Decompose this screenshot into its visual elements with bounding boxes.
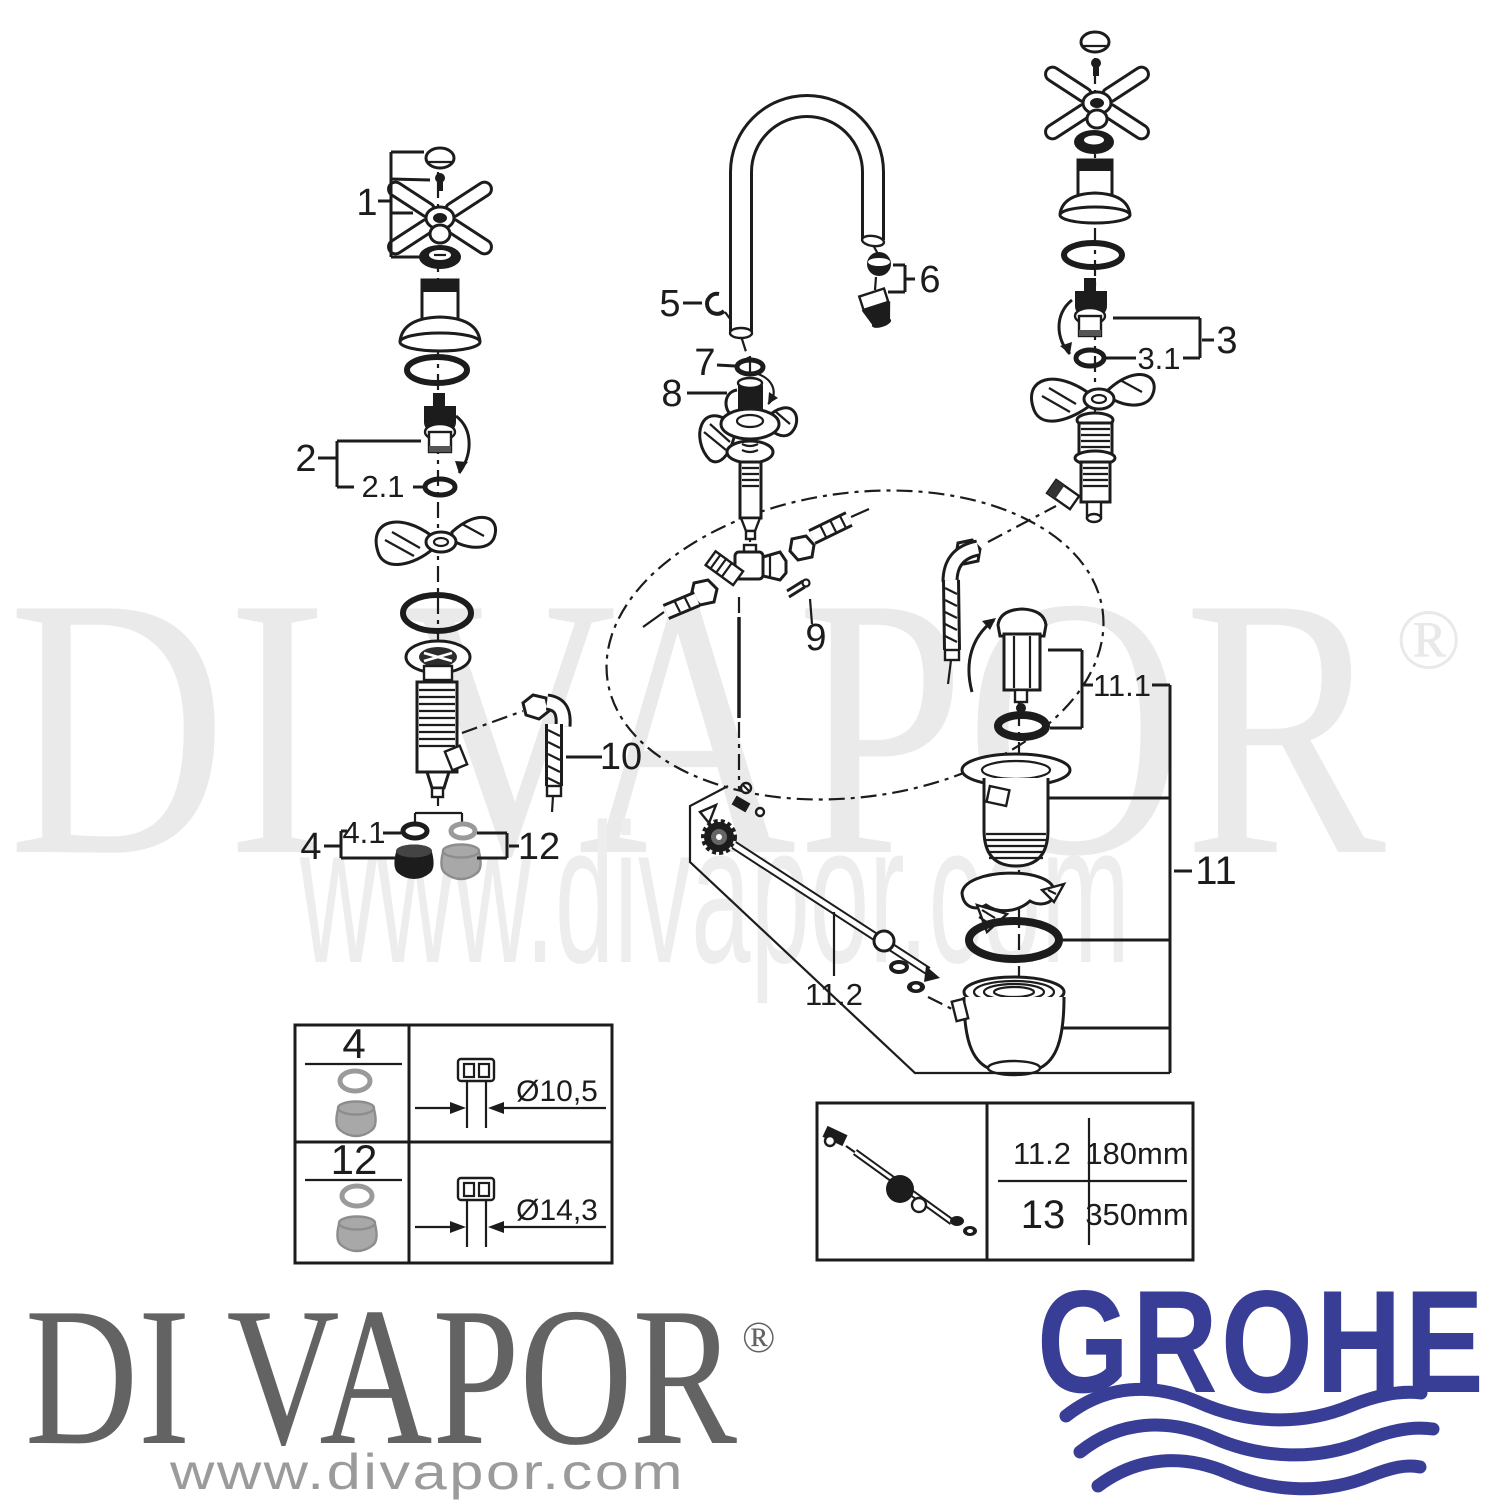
threaded-shank-left [415,680,469,799]
table-part-12: 12 [331,1136,378,1183]
grohe-waves-icon [1059,1382,1440,1496]
callout-2-1: 2.1 [361,469,404,504]
diameter-spec-table: 4 Ø10,5 12 [293,1020,614,1265]
callout-11-leader [1048,685,1192,1073]
clip-9 [786,578,814,625]
tee-connector [642,507,870,628]
callout-11-1: 11.1 [1093,668,1151,703]
left-valve-assembly [374,146,572,881]
callout-3-leader [1106,316,1214,360]
popup-waste-assembly [688,607,1170,1077]
callout-10: 10 [600,736,642,778]
dim-row-2: Ø14,3 [415,1176,606,1247]
mounting-bracket-left [374,515,497,566]
rod-length-spec-table: 11.2 180mm 13 350mm [815,1101,1195,1262]
cross-handle-right [1041,62,1153,144]
callout-11-1-leader [1048,648,1170,730]
grohe-logo: GROHE [1037,1260,1483,1496]
waste-body-upper [960,752,1072,868]
table-length-180: 180mm [1085,1136,1188,1171]
callout-11-2: 11.2 [805,977,863,1012]
callout-1-leader [378,150,431,259]
callouts: 1 2 2.1 3 3.1 4 4.1 [295,150,1238,1073]
callout-6: 6 [919,259,940,301]
popup-plug-11-1 [967,607,1050,741]
watermark-registered-icon: ® [1396,591,1461,687]
watermark: DI VAPOR ® www.divapor.com [8,522,1461,1004]
mounting-bracket-right [1030,373,1156,423]
callout-7: 7 [694,342,715,384]
callout-2-leader [318,439,424,489]
dim-value-1: Ø10,5 [516,1075,598,1108]
callout-9: 9 [805,617,826,659]
callout-3-1: 3.1 [1137,341,1180,376]
spout-assembly [642,94,892,718]
callout-11: 11 [1195,849,1237,893]
callout-1: 1 [356,182,377,224]
popup-rod-11-2 [698,781,940,993]
table-part-13: 13 [1021,1193,1066,1237]
hose-routing-loop [605,489,1105,801]
callout-8: 8 [661,373,682,415]
table-part-11-2: 11.2 [1013,1136,1071,1171]
threaded-shank-right [1045,411,1117,524]
fitting-seals-4-12 [394,811,482,881]
callout-2: 2 [295,438,316,480]
rod-box-outline [688,785,1170,1075]
right-valve-assembly [941,30,1156,685]
callout-4-1: 4.1 [342,815,385,850]
flex-hose-right [941,538,982,685]
divapor-url: www.divapor.com [169,1444,685,1500]
callout-5: 5 [659,283,680,325]
flex-hose-10 [521,693,572,813]
dim-row-1: Ø10,5 [415,1057,606,1128]
waste-body-lower [950,975,1066,1077]
divapor-logo: DI VAPOR ® www.divapor.com [25,1267,775,1500]
cross-handle-left [384,177,496,259]
aerator-6 [857,252,892,328]
callout-4-leader [324,829,401,860]
callout-12: 12 [518,826,560,868]
callout-12-leader [477,831,519,860]
table-part-4: 4 [342,1020,365,1067]
spout-holder-8 [698,372,799,541]
dim-value-2: Ø14,3 [516,1194,598,1227]
retaining-clip-5 [705,291,726,316]
callout-6-leader [888,263,915,294]
callout-4: 4 [300,826,321,868]
divapor-wordmark: DI VAPOR [25,1267,737,1486]
callout-3: 3 [1216,320,1237,362]
table-length-350: 350mm [1085,1197,1188,1232]
divapor-registered-icon: ® [742,1313,775,1362]
rod-icon [822,1125,977,1236]
